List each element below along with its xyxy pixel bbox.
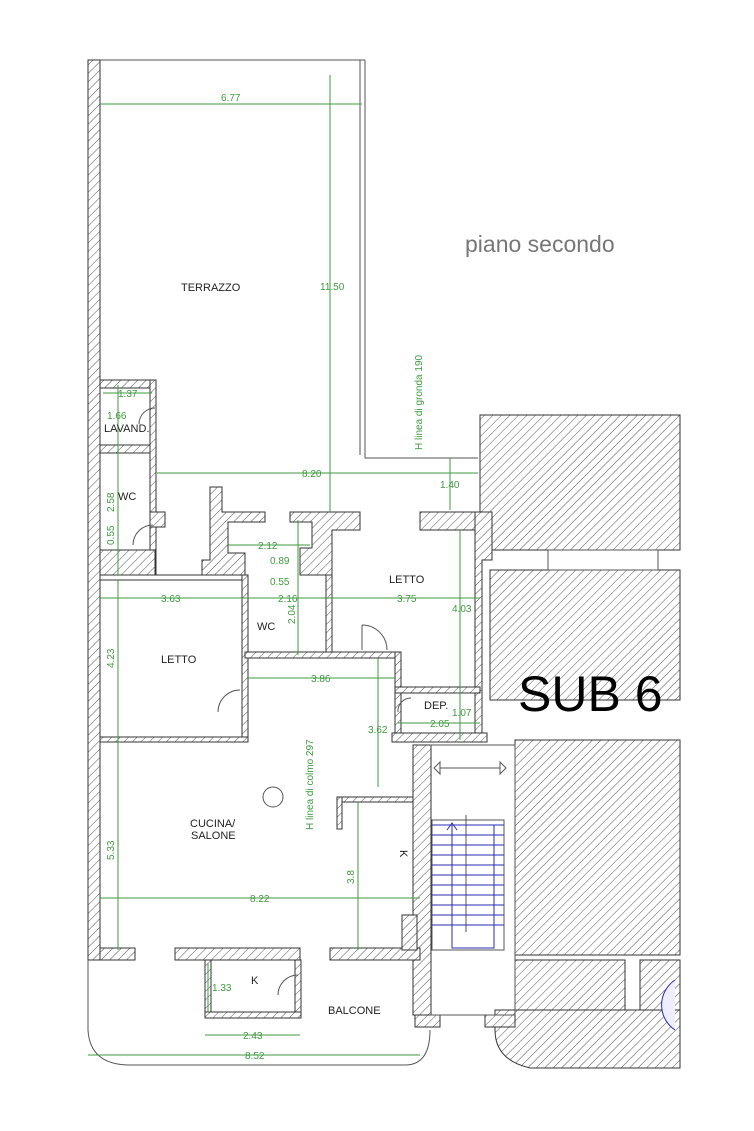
note-gronda: H linea di gronda 190 [414,354,425,450]
dim-label: 3.86 [311,674,331,685]
dim-label: 4.03 [452,604,472,615]
room-labels: TERRAZZO LAVAND. WC WC LETTO LETTO DEP. … [104,282,448,1017]
dim-label: 8.20 [302,469,322,480]
room-lavand: LAVAND. [104,423,149,435]
dimension-labels: 6.77 11.50 1.37 1.66 8.20 1.40 2.58 0.55… [106,93,472,1062]
room-balcone: BALCONE [328,1005,381,1017]
walls [87,59,516,1066]
dim-label: 2.05 [430,719,450,730]
dim-label: 11.50 [320,282,345,293]
room-wc: WC [118,491,136,503]
dim-label: 2.43 [243,1031,263,1042]
k-marker: K [251,975,259,987]
dim-label: 3.75 [397,594,417,605]
dim-label: 6.77 [221,93,241,104]
dim-label: 0.55 [106,525,117,545]
dim-label: 3.8 [346,870,357,884]
room-wc: WC [257,621,275,633]
dim-label: 8.22 [250,894,270,905]
column-icon [262,786,284,808]
dim-label: 2.04 [287,604,298,624]
staircase[interactable] [431,815,505,951]
dim-label: 0.55 [270,577,290,588]
note-colmo: H linea di colmo 297 [305,739,316,830]
dim-label: 1.37 [118,389,138,400]
floor-title: piano secondo [465,231,615,257]
dim-label: 3.62 [368,725,388,736]
room-dep: DEP. [424,700,448,712]
dim-label: 0.89 [270,556,290,567]
dim-label: 1.40 [440,480,460,491]
dim-label: 1.33 [212,983,232,994]
dim-label: 1.07 [452,708,472,719]
dim-label: 8.52 [245,1051,265,1062]
k-marker: K [397,850,409,858]
dim-label: 2.12 [258,541,278,552]
dimension-lines [88,75,480,1056]
dim-label: 2.16 [278,594,298,605]
dim-label: 1.66 [107,411,127,422]
dim-label: 5.33 [106,840,117,860]
neighbour-building [479,414,681,1069]
room-letto: LETTO [161,654,197,666]
doors [132,407,507,996]
room-salone: SALONE [191,830,236,842]
unit-label: SUB 6 [518,666,663,722]
dim-label: 3.63 [161,594,181,605]
room-cucina: CUCINA/ [190,818,236,830]
dim-label: 4.23 [106,648,117,668]
dim-label: 2.58 [106,492,117,512]
room-terrazzo: TERRAZZO [181,282,241,294]
room-letto: LETTO [389,574,425,586]
